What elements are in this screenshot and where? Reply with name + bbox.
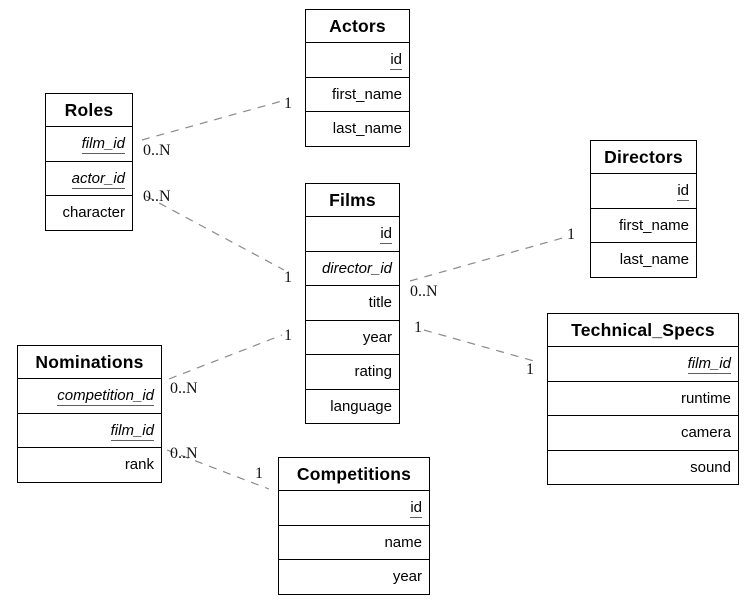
field-last-name: last_name [619,251,689,268]
field-rank: rank [124,456,154,473]
table-roles: Roles film_id actor_id character [45,93,133,231]
table-actors: Actors id first_name last_name [305,9,410,147]
table-row: id [306,43,409,78]
table-row: competition_id [18,379,161,414]
table-title: Nominations [18,346,161,379]
table-row: first_name [591,209,696,243]
field-title: title [368,294,392,311]
cardinality-roles-films-head: 1 [284,269,292,286]
table-row: actor_id [46,162,132,196]
field-last-name: last_name [332,120,402,137]
edge-films-technical-specs [423,329,535,362]
edge-films-directors [409,236,567,282]
table-title: Technical_Specs [548,314,738,347]
table-competitions: Competitions id name year [278,457,430,595]
field-id: id [410,499,422,518]
table-title: Roles [46,94,132,127]
field-film-id: film_id [81,135,125,154]
table-row: runtime [548,382,738,416]
field-first-name: first_name [618,216,689,234]
field-film-id: film_id [110,421,154,441]
table-row: year [306,321,399,355]
cardinality-roles-films-tail: 0..N [143,188,171,205]
table-title: Competitions [279,458,429,491]
table-films: Films id director_id title year rating l… [305,183,400,424]
table-row: first_name [306,78,409,112]
table-title: Actors [306,10,409,43]
table-row: character [46,196,132,230]
field-year: year [362,328,392,346]
table-row: language [306,390,399,424]
field-id: id [390,51,402,70]
table-row: film_id [18,414,161,448]
table-row: rank [18,448,161,482]
cardinality-roles-actors-tail: 0..N [143,142,171,159]
cardinality-nominations-films-tail: 0..N [170,380,198,397]
table-row: name [279,526,429,560]
table-row: last_name [591,243,696,277]
field-name: name [384,533,422,551]
edge-roles-films [145,195,285,271]
cardinality-films-directors-tail: 0..N [410,283,438,300]
table-title: Films [306,184,399,217]
field-runtime: runtime [680,389,731,407]
field-sound: sound [690,458,731,476]
field-rating: rating [354,363,392,380]
field-id: id [380,225,392,244]
table-row: last_name [306,112,409,146]
table-row: rating [306,355,399,390]
table-row: sound [548,451,738,485]
table-nominations: Nominations competition_id film_id rank [17,345,162,483]
table-row: year [279,560,429,594]
table-row: film_id [548,347,738,382]
cardinality-roles-actors-head: 1 [284,95,292,112]
cardinality-films-directors-head: 1 [567,226,575,243]
cardinality-nominations-competitions-head: 1 [255,465,263,482]
edge-roles-actors [141,100,283,141]
field-camera: camera [680,424,731,441]
field-competition-id: competition_id [57,387,154,406]
field-language: language [330,397,392,415]
table-row: film_id [46,127,132,162]
field-year: year [392,568,422,585]
cardinality-nominations-competitions-tail: 0..N [170,445,198,462]
field-id: id [677,182,689,201]
table-technical-specs: Technical_Specs film_id runtime camera s… [547,313,739,485]
table-directors: Directors id first_name last_name [590,140,697,278]
field-character: character [62,204,125,221]
field-film-id: film_id [687,355,731,374]
table-row: id [591,174,696,209]
table-row: id [279,491,429,526]
cardinality-films-technical-specs-head: 1 [526,361,534,378]
table-title: Directors [591,141,696,174]
edge-nominations-films [168,334,283,380]
table-row: id [306,217,399,252]
table-row: camera [548,416,738,451]
field-first-name: first_name [331,85,402,103]
table-row: director_id [306,252,399,286]
cardinality-nominations-films-head: 1 [284,327,292,344]
field-director-id: director_id [321,259,392,277]
cardinality-films-technical-specs-tail: 1 [414,319,422,336]
field-actor-id: actor_id [71,169,125,189]
table-row: title [306,286,399,321]
